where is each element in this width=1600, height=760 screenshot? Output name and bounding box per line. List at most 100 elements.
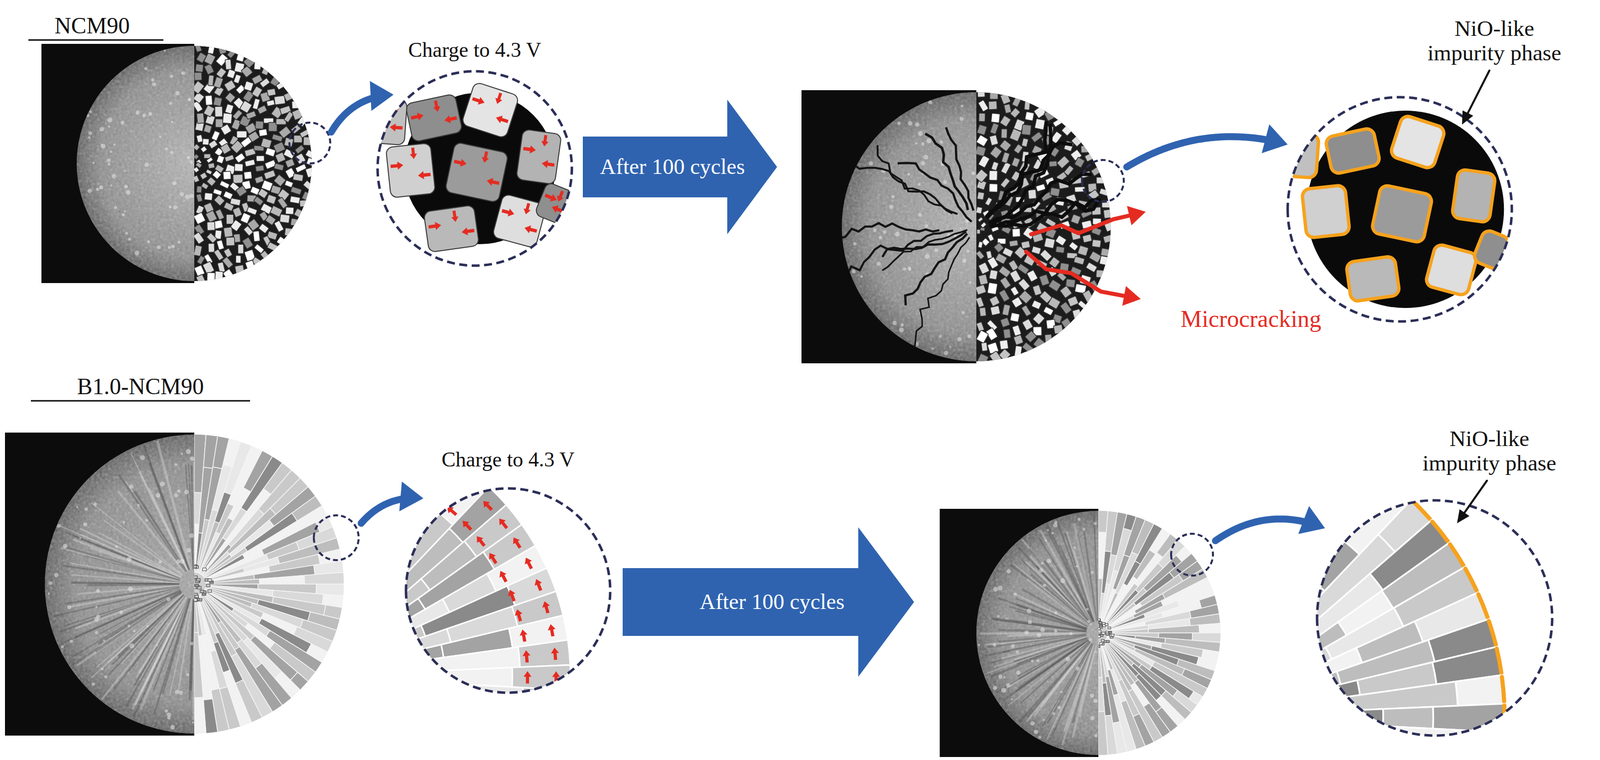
primary-grain [1053, 339, 1065, 351]
sem-texture [76, 45, 195, 281]
sem-particle [841, 92, 977, 362]
primary-grain [1003, 328, 1011, 339]
sem-speck [998, 674, 1003, 679]
primary-grain [207, 221, 216, 231]
core-grain [1098, 621, 1102, 624]
primary-grain [988, 170, 998, 181]
primary-grain [205, 95, 213, 106]
sem-speck [971, 171, 975, 175]
primary-grain [194, 265, 206, 277]
primary-grain [1049, 160, 1058, 167]
sem-speck [189, 193, 194, 199]
primary-grain [1012, 324, 1022, 337]
primary-grain [1025, 111, 1035, 122]
sem-speck [876, 261, 881, 266]
sem-streak [193, 461, 195, 569]
primary-grain [1073, 256, 1085, 265]
arrow-label-box: After 100 cycles [600, 154, 746, 179]
primary-grain [266, 241, 279, 252]
primary-grain [279, 214, 290, 224]
leader-arrow-shaft [1466, 70, 1490, 116]
sem-speck [95, 630, 99, 634]
primary-grain [204, 192, 213, 201]
core-grain [207, 578, 212, 581]
impurity-layer [1412, 500, 1431, 519]
sem-speck [961, 310, 965, 314]
primary-grain [254, 175, 265, 184]
strain-arrow [471, 94, 486, 107]
primary-grain [999, 82, 1010, 92]
primary-grain [1035, 183, 1046, 192]
sem-speck [931, 347, 934, 350]
primary-grain [1033, 105, 1047, 119]
primary-grain [1033, 337, 1046, 350]
sem-speck [150, 78, 154, 82]
primary-grain [225, 59, 232, 70]
sem-speck [133, 629, 136, 633]
primary-grain [301, 100, 315, 113]
primary-grain [234, 152, 246, 163]
strain-arrow [541, 159, 555, 170]
impurity-layer [1502, 705, 1507, 731]
primary-grain [235, 185, 248, 197]
primary-grain [1000, 317, 1011, 328]
grain-body [492, 193, 547, 249]
sem-speck [959, 227, 962, 230]
primary-grain [1026, 269, 1039, 282]
leader-arrow-head [1457, 509, 1470, 524]
core-grain [207, 589, 212, 592]
primary-grain [1000, 92, 1011, 105]
primary-grain [1091, 239, 1101, 248]
primary-grain [1044, 237, 1056, 249]
sem-speck [892, 320, 898, 326]
grain-body [1471, 228, 1511, 271]
primary-grain [259, 77, 270, 88]
zoom-content [341, 470, 611, 740]
primary-grain [302, 180, 315, 192]
sem-speck [170, 150, 174, 155]
primary-grain [1002, 303, 1011, 316]
primary-grain [1021, 124, 1032, 136]
strain-arrow [427, 221, 442, 232]
sem-speck [191, 720, 194, 723]
primary-grain [1043, 306, 1054, 316]
sem-speck [144, 66, 148, 70]
sem-speck [1024, 630, 1029, 635]
primary-grain [1102, 233, 1115, 244]
sem-speck [897, 121, 901, 126]
sem-speck [949, 345, 952, 348]
sem-speck [992, 685, 997, 690]
primary-grain [258, 129, 268, 137]
primary-grain [233, 174, 244, 184]
primary-grain [194, 42, 202, 53]
primary-grain [981, 342, 988, 352]
core-grain [1100, 634, 1104, 637]
grain-body [534, 181, 575, 226]
primary-grain [1060, 301, 1072, 314]
sem-speck [107, 162, 111, 166]
sem-streak [125, 480, 186, 572]
primary-grain [1022, 342, 1035, 354]
sem-streak [189, 598, 194, 701]
primary-grain [193, 143, 201, 151]
sem-speck [996, 614, 1000, 618]
primary-grain [212, 188, 223, 196]
primary-grain [1435, 751, 1503, 760]
sem-speck [139, 454, 145, 460]
primary-grain [1014, 85, 1022, 96]
primary-grain [1039, 273, 1050, 286]
impurity-layer [1488, 620, 1496, 645]
sem-streak [131, 452, 188, 571]
sem-speck [164, 147, 168, 151]
primary-grain [1011, 157, 1020, 168]
strain-arrow [496, 516, 511, 531]
primary-grain [1098, 676, 1105, 712]
grain [1471, 228, 1511, 271]
sem-detail [977, 512, 1098, 745]
primary-grain [1099, 255, 1111, 267]
sem-speck [128, 237, 132, 241]
primary-grain [244, 159, 256, 167]
sem-speck [180, 452, 183, 455]
sem-speck [100, 143, 103, 146]
primary-grain [196, 185, 202, 193]
